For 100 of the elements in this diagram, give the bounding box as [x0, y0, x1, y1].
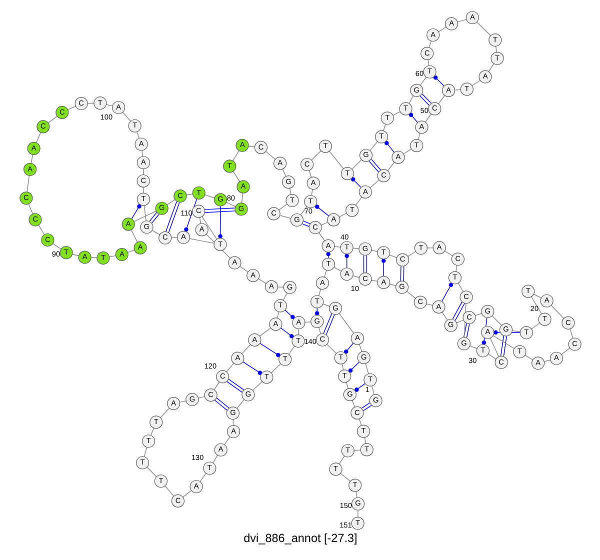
node-circle: G	[140, 220, 153, 234]
node-circle: G	[356, 351, 370, 364]
connector	[358, 344, 362, 352]
node-circle: A	[230, 352, 244, 365]
connector	[364, 363, 368, 374]
node-circle: A	[480, 326, 494, 339]
connector	[288, 346, 294, 355]
connector	[314, 204, 328, 216]
node-circle: C	[173, 190, 186, 203]
connector	[204, 208, 235, 213]
node-circle: C	[170, 494, 184, 508]
connector	[420, 76, 426, 86]
caption: dvi_886_annot [-27.3]	[243, 532, 357, 545]
connector	[142, 187, 144, 194]
connector	[350, 177, 361, 188]
connector	[322, 313, 334, 335]
node-circle: C	[192, 204, 205, 218]
node-circle: A	[321, 239, 334, 252]
node-circle: G	[480, 304, 494, 318]
connector	[322, 304, 330, 307]
node-circle: G	[444, 318, 457, 332]
node-circle: T	[521, 284, 534, 298]
connector	[354, 196, 362, 206]
node-circle: T	[59, 246, 72, 260]
connector	[206, 234, 230, 259]
node-circle: C	[396, 253, 409, 266]
node-circle: T	[340, 167, 354, 180]
connector	[392, 111, 400, 116]
connector	[226, 202, 236, 207]
connector	[343, 342, 354, 354]
node-circle: T	[291, 334, 304, 348]
connector	[428, 40, 431, 48]
node-label: 70	[304, 206, 312, 216]
node-circle: T	[304, 195, 317, 208]
connector	[318, 232, 324, 242]
node-label: 90	[51, 250, 60, 259]
node-circle: C	[216, 370, 229, 384]
connector	[164, 486, 174, 497]
node-circle: C	[428, 102, 441, 116]
connector	[151, 230, 160, 236]
connector	[340, 472, 350, 482]
node-circle: A	[442, 84, 455, 97]
node-circle: C	[266, 207, 280, 220]
node-circle: T	[340, 241, 353, 254]
connector	[493, 330, 520, 335]
node-circle: C	[158, 231, 172, 244]
node-label: 40	[340, 232, 348, 242]
node-circle: A	[292, 316, 305, 330]
node-circle: A	[246, 268, 260, 282]
node-label: 100	[100, 112, 112, 122]
connector	[452, 302, 464, 321]
node-circle: T	[260, 370, 273, 384]
node-circle: C	[36, 120, 50, 134]
node-circle: T	[422, 65, 436, 78]
connector	[481, 318, 487, 345]
node-circle: G	[282, 280, 296, 294]
node-label: 110	[180, 208, 192, 218]
node-circle: A	[350, 332, 364, 345]
node-label: 150	[339, 500, 352, 510]
node-circle: A	[376, 276, 390, 289]
node-label: 130	[190, 452, 204, 462]
connector	[432, 75, 444, 86]
connector	[142, 168, 144, 176]
node-circle: T	[321, 258, 334, 271]
node-circle: T	[318, 140, 332, 153]
node-circle: C	[315, 333, 328, 346]
node-circle: G	[213, 193, 227, 206]
connector	[328, 150, 344, 169]
connector	[186, 194, 192, 196]
connector	[226, 362, 234, 372]
node-circle: T	[142, 434, 155, 448]
connector	[326, 344, 336, 354]
connector	[72, 254, 79, 256]
connector	[199, 473, 206, 482]
connector	[47, 116, 57, 124]
connector	[279, 215, 291, 219]
connector	[357, 510, 358, 518]
connector	[419, 94, 432, 106]
connector	[276, 312, 279, 318]
connector	[444, 250, 452, 256]
node-circle: C	[450, 252, 464, 266]
node-circle: T	[285, 194, 298, 208]
node-circle: A	[114, 248, 128, 262]
connector	[130, 204, 141, 220]
connector	[277, 286, 284, 288]
node-circle: T	[202, 462, 216, 475]
node-circle: T	[512, 345, 526, 358]
node-circle: T	[519, 326, 532, 340]
node-circle: T	[414, 242, 427, 255]
connector	[488, 354, 496, 360]
node-circle: G	[310, 314, 324, 328]
connector	[424, 114, 431, 122]
connector	[524, 354, 533, 360]
node-circle: G	[282, 176, 295, 189]
connector	[455, 265, 457, 272]
node-circle: A	[432, 241, 446, 254]
connector	[530, 322, 540, 330]
connector	[543, 360, 550, 362]
connector	[108, 255, 116, 258]
connector	[258, 328, 270, 337]
